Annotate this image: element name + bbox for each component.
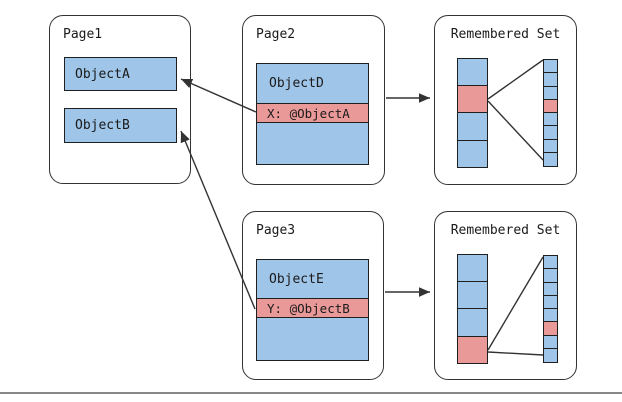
rs-cell <box>457 139 488 169</box>
objectB-label: ObjectB <box>75 118 130 133</box>
objectD-body-rect <box>256 122 369 166</box>
remembered-set-1-coarse-column <box>457 58 488 169</box>
objectD-stack: ObjectD X: @ObjectA <box>256 63 369 166</box>
rs-cell <box>457 85 488 114</box>
objectD-header-rect: ObjectD <box>256 63 369 104</box>
remembered-set-1-label: Remembered Set <box>450 27 561 42</box>
rs-cell <box>457 112 488 141</box>
rs-cell <box>457 281 488 310</box>
rs-cell <box>457 308 488 337</box>
objectE-header-rect: ObjectE <box>256 259 369 299</box>
objectE-stack: ObjectE Y: @ObjectB <box>256 259 369 362</box>
page3-label: Page3 <box>256 223 296 238</box>
objectB-rect: ObjectB <box>64 108 177 143</box>
page3-box: Page3 ObjectE Y: @ObjectB <box>242 211 384 380</box>
objectD-label: ObjectD <box>269 76 324 91</box>
remembered-set-2-label: Remembered Set <box>450 223 561 238</box>
remembered-set-2-fine-column <box>543 255 558 363</box>
objectE-label: ObjectE <box>269 271 324 287</box>
rs-cell <box>543 152 558 167</box>
objectA-rect: ObjectA <box>64 57 177 91</box>
objectE-field-rect: Y: @ObjectB <box>256 297 369 319</box>
page1-box: Page1 ObjectA ObjectB <box>49 15 191 184</box>
objectD-field-label: X: @ObjectA <box>267 105 350 121</box>
objectE-body-rect <box>256 317 369 362</box>
objectD-field-rect: X: @ObjectA <box>256 102 369 124</box>
remembered-set-2-coarse-column <box>457 254 488 365</box>
rs-cell <box>457 58 488 87</box>
objectA-label: ObjectA <box>75 66 130 82</box>
remembered-set-1-box: Remembered Set <box>434 15 577 185</box>
page2-box: Page2 ObjectD X: @ObjectA <box>242 15 385 185</box>
page2-label: Page2 <box>256 27 296 42</box>
rs-cell <box>457 335 488 365</box>
footer-separator-line <box>0 392 622 394</box>
rs-cell <box>543 348 558 363</box>
remembered-set-1-fine-column <box>543 59 558 167</box>
page1-label: Page1 <box>63 27 103 42</box>
remembered-set-2-box: Remembered Set <box>434 211 577 380</box>
rs-cell <box>457 254 488 283</box>
objectE-field-label: Y: @ObjectB <box>267 300 350 316</box>
